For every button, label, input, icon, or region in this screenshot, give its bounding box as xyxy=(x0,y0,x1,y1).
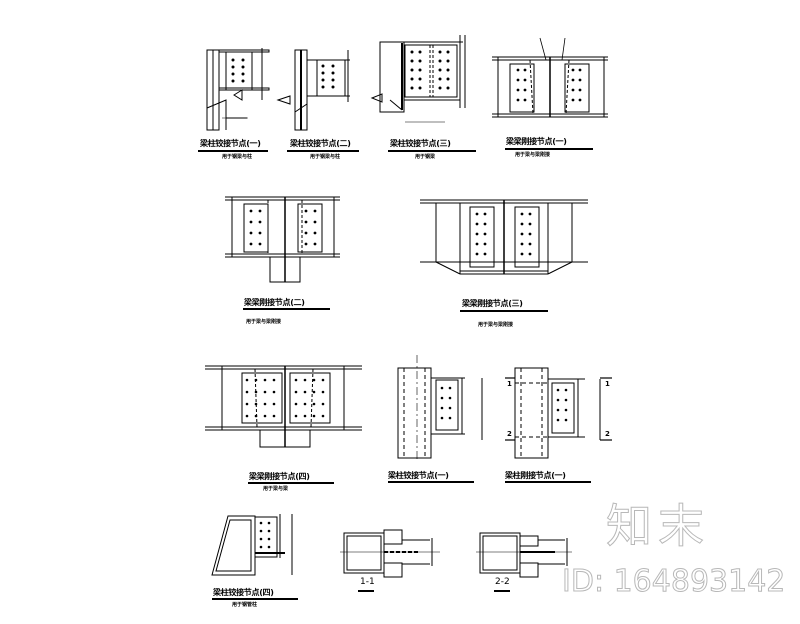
detail-10-subtitle: 用于钢管柱 xyxy=(232,602,258,608)
section-2-2-label: 2-2 xyxy=(495,577,510,587)
detail-10-underline xyxy=(212,598,298,600)
detail-5-drawing xyxy=(225,196,340,283)
detail-8-drawing xyxy=(397,355,483,460)
detail-5-underline xyxy=(243,308,330,310)
detail-1-subtitle: 用于钢梁与柱 xyxy=(222,154,253,160)
watermark-id: ID: 164893142 xyxy=(561,564,786,600)
detail-4-underline xyxy=(505,148,593,150)
detail-10-title: 梁柱铰接节点(四) xyxy=(213,588,274,597)
detail-4-subtitle: 用于梁与梁刚接 xyxy=(515,152,551,158)
section-2-2-drawing xyxy=(476,532,572,578)
detail-6-subtitle: 用于梁与梁刚接 xyxy=(478,322,514,328)
detail-2-underline xyxy=(287,150,359,152)
section-mark-bottom-left: 2 xyxy=(507,430,512,438)
detail-3-title: 梁柱铰接节点(三) xyxy=(390,139,451,148)
section-1-1-underline xyxy=(358,590,374,592)
detail-9-title: 梁柱刚接节点(一) xyxy=(505,471,566,480)
detail-7-subtitle: 用于梁与梁 xyxy=(263,486,289,492)
detail-7-title: 梁梁刚接节点(四) xyxy=(249,472,310,481)
detail-3-drawing xyxy=(370,35,466,123)
detail-9-underline xyxy=(505,481,591,483)
detail-3-underline xyxy=(388,150,476,152)
section-1-1-drawing xyxy=(340,529,440,578)
detail-3-subtitle: 用于钢梁 xyxy=(415,154,436,160)
watermark-brand: 知末 xyxy=(606,499,710,554)
detail-7-drawing xyxy=(205,365,362,448)
section-2-2-underline xyxy=(494,590,510,592)
detail-2-title: 梁柱铰接节点(二) xyxy=(290,139,351,148)
detail-7-underline xyxy=(248,482,334,484)
detail-2-drawing xyxy=(276,49,350,131)
detail-4-drawing xyxy=(492,37,608,118)
detail-1-title: 梁柱铰接节点(一) xyxy=(200,139,261,148)
section-mark-bottom-right: 2 xyxy=(605,430,610,438)
section-mark-top-left: 1 xyxy=(507,380,512,388)
detail-4-title: 梁梁刚接节点(一) xyxy=(506,137,567,146)
section-1-1-label: 1-1 xyxy=(360,577,375,587)
detail-5-title: 梁梁刚接节点(二) xyxy=(244,298,305,307)
detail-8-underline xyxy=(388,481,474,483)
detail-5-subtitle: 用于梁与梁刚接 xyxy=(246,319,282,325)
detail-2-subtitle: 用于钢梁与柱 xyxy=(310,154,341,160)
detail-1-underline xyxy=(198,150,268,152)
detail-8-title: 梁柱铰接节点(一) xyxy=(388,471,449,480)
section-mark-top-right: 1 xyxy=(605,380,610,388)
detail-10-drawing xyxy=(211,514,293,576)
detail-6-underline xyxy=(460,310,548,312)
detail-6-title: 梁梁刚接节点(三) xyxy=(462,299,523,308)
detail-6-drawing xyxy=(420,199,588,275)
detail-9-drawing xyxy=(505,367,612,459)
detail-1-drawing xyxy=(206,48,270,131)
